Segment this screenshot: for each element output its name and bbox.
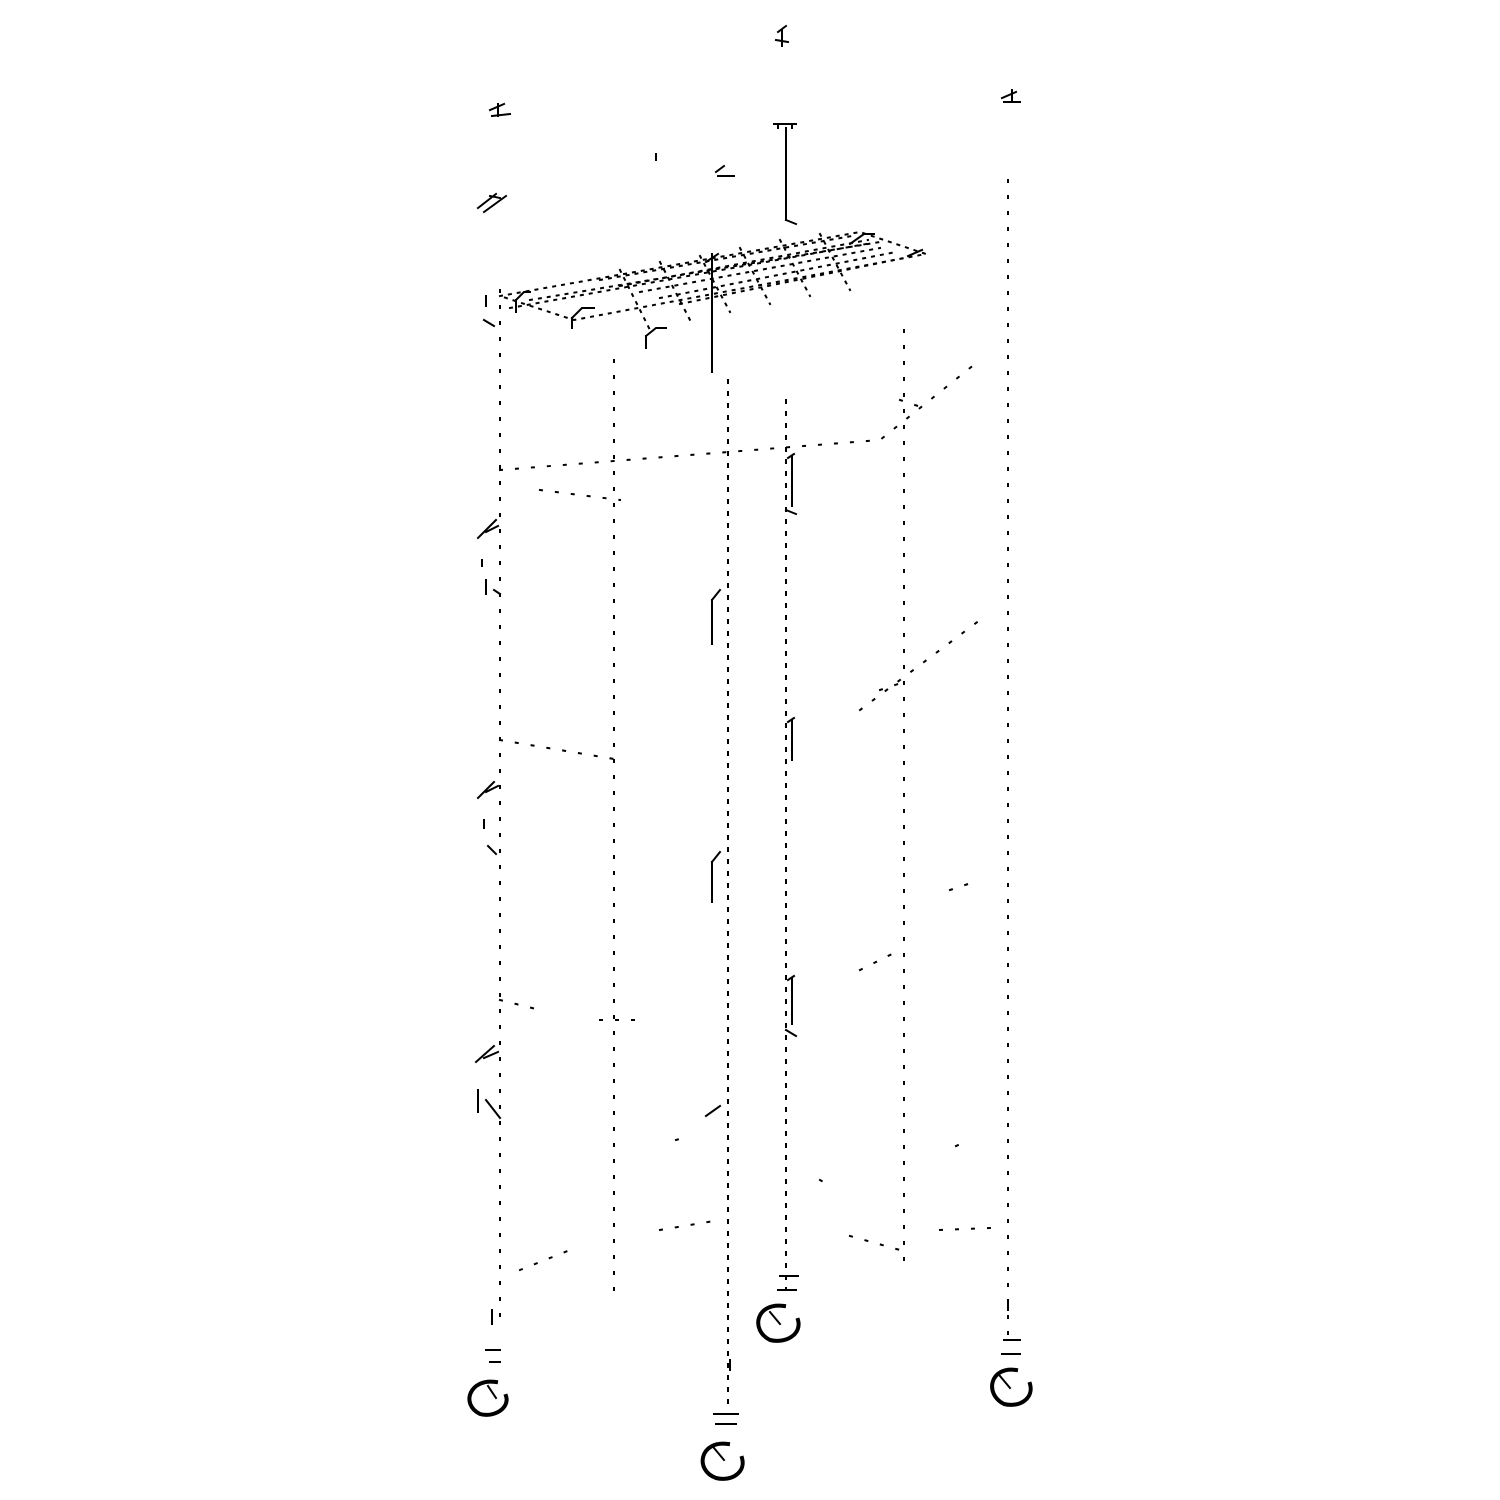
top-cap-left	[488, 102, 512, 118]
top-cap-center	[774, 24, 790, 47]
post-front	[613, 359, 729, 1411]
shelf-outline-4	[498, 878, 982, 1021]
bracket-left-3	[474, 1044, 502, 1120]
bracket-front-3	[704, 1104, 722, 1118]
shelf-outline-3	[498, 618, 982, 762]
caster-right	[990, 1299, 1033, 1407]
bracket-back-1	[784, 452, 798, 516]
fastener-mid	[655, 153, 735, 177]
collar-top-left	[476, 192, 508, 214]
bracket-front-1	[710, 588, 722, 645]
upper-post-segment	[773, 123, 798, 226]
bracket-left-1	[476, 518, 502, 596]
bracket-left-2	[476, 780, 500, 856]
caster-front	[700, 1359, 745, 1481]
shelf-outline-2	[498, 358, 982, 502]
top-cap-right	[1000, 89, 1021, 103]
bracket-back-3	[784, 974, 798, 1038]
caster-back	[756, 1275, 801, 1343]
post-back	[785, 329, 905, 1291]
bracket-front-2	[710, 850, 722, 903]
shelf-outline-5	[518, 1134, 992, 1272]
caster-left	[467, 1309, 509, 1417]
wire-shelf	[482, 230, 930, 373]
bracket-back-2	[786, 716, 796, 761]
